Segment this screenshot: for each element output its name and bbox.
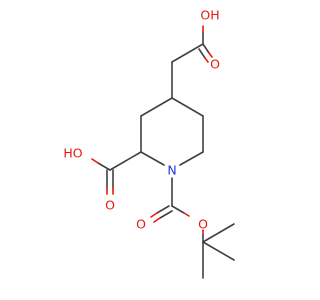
bond-boc-c-ester-o: [171, 205, 185, 214]
bond-boc-carbonyl-red-a: [150, 212, 158, 218]
bond-n-c6: [179, 151, 204, 166]
atom-top-acid-carbonyl-o: O: [210, 57, 220, 72]
atom-boc-ester-o: O: [198, 217, 208, 232]
bond-boc-carbonyl-a: [156, 205, 170, 214]
atom-boc-carbonyl-o: O: [136, 217, 146, 232]
bond-c2-cooh: [109, 151, 142, 171]
bond-c2-n: [140, 151, 165, 166]
bond-tbu-me2: [202, 241, 235, 261]
atom-ring-acid-carbonyl-o: O: [105, 198, 115, 213]
bond-c5-c4: [171, 97, 204, 117]
atom-ring-nitrogen: N: [167, 163, 176, 178]
atom-ring-acid-hydroxyl: HO: [63, 146, 82, 161]
bond-cooh2-oh: [97, 162, 111, 171]
bond-tbu-me3: [202, 223, 235, 243]
bond-boc-c-ester-o-red: [183, 212, 190, 217]
structural-formula: OH O HO O N O O: [63, 8, 235, 279]
bond-boc-carbonyl-red-b: [153, 217, 161, 223]
bond-ch2-cooh: [171, 43, 204, 63]
bond-c4-c3: [140, 97, 173, 117]
bond-cooh-carbonyl-a: [202, 43, 210, 54]
atom-top-acid-hydroxyl: OH: [200, 8, 219, 23]
bond-cooh2-oh-red: [91, 158, 99, 164]
bond-cooh-carbonyl-b: [198, 48, 206, 59]
bond-cooh-carbonyl-red-a: [208, 52, 213, 58]
bond-boc-carbonyl-b: [159, 210, 173, 219]
bond-cooh-carbonyl-red-b: [204, 57, 209, 63]
